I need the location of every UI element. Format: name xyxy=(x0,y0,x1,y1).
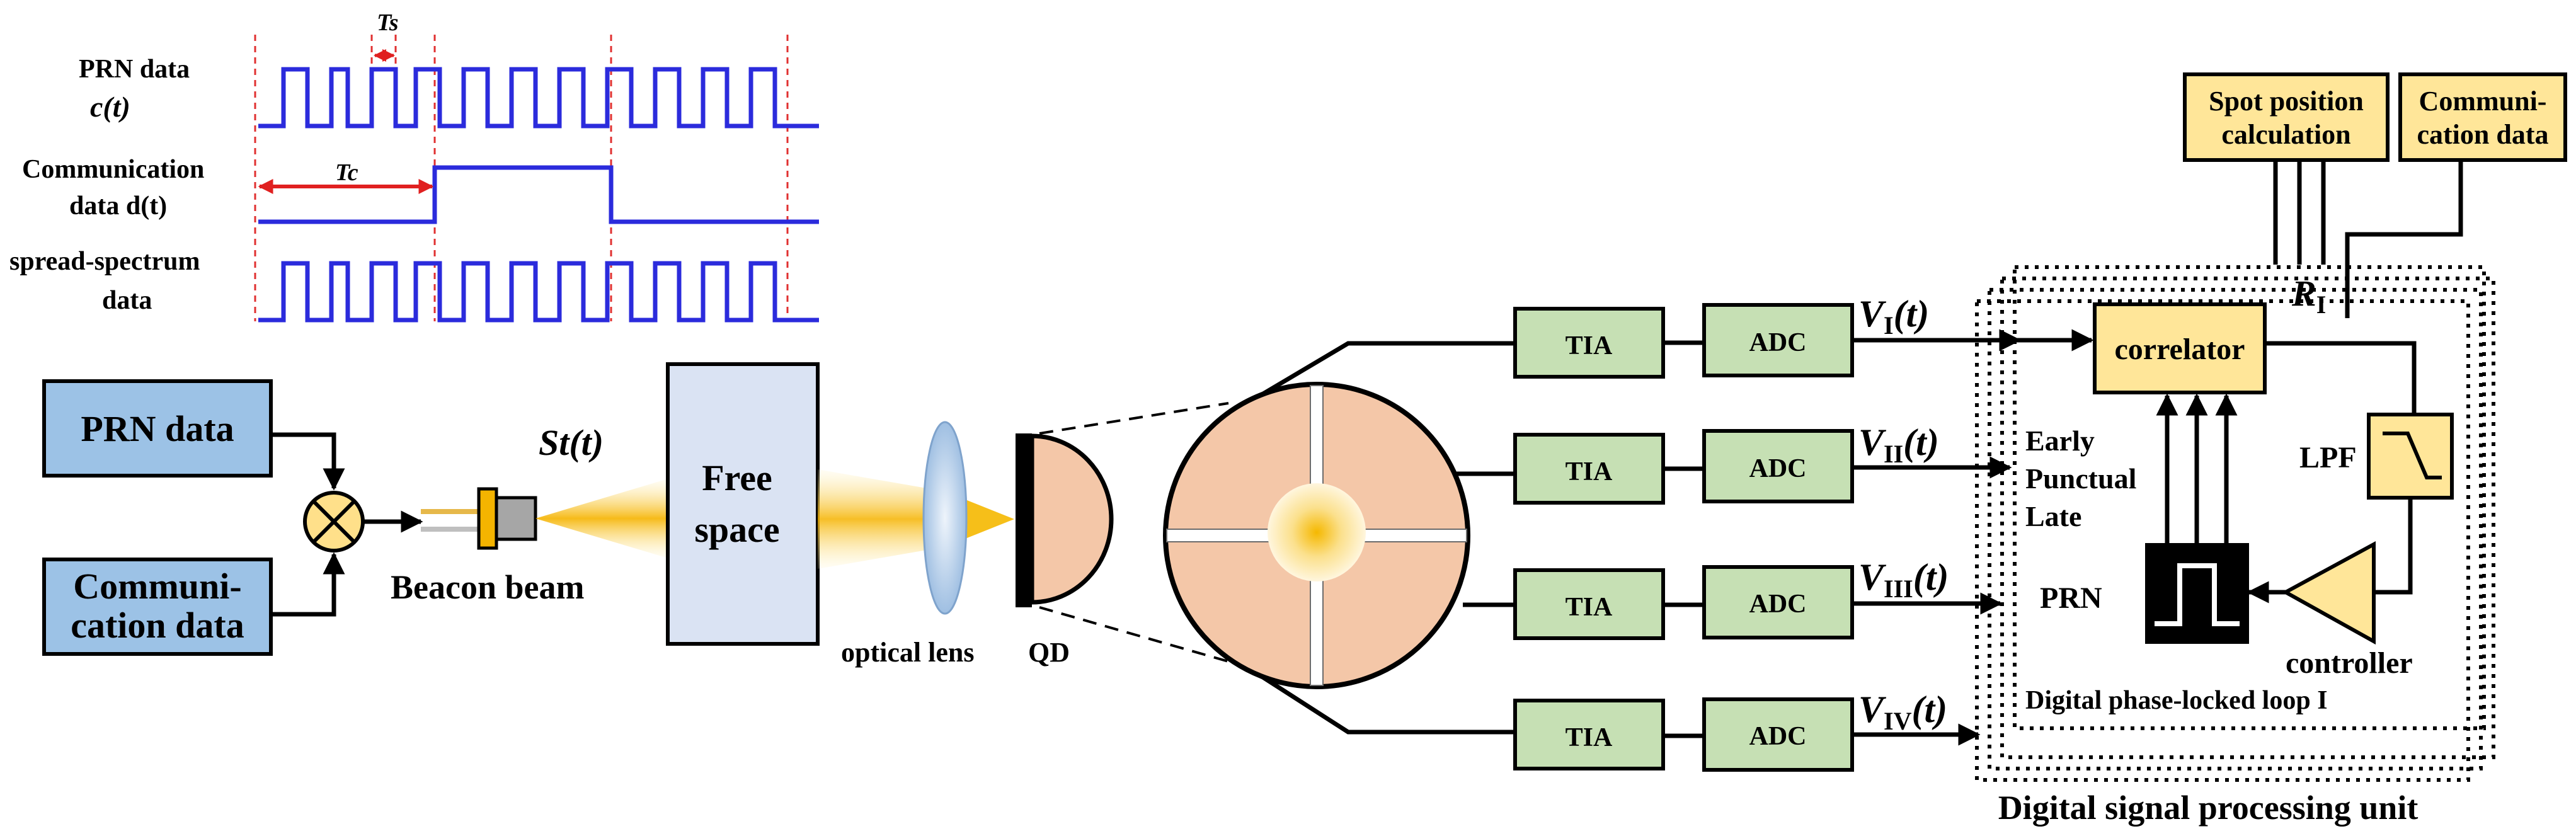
prn-data-box xyxy=(42,379,273,478)
adc-box xyxy=(1702,697,1854,772)
wire-ch1 xyxy=(1259,341,1515,398)
correlator-label: correlator xyxy=(2115,333,2245,366)
prn-data-label: PRN data xyxy=(79,55,190,84)
r-label: RI xyxy=(2291,273,2326,319)
adc-label: ADC xyxy=(1749,328,1807,357)
prn-ct-label: c(t) xyxy=(90,91,130,123)
adc-label: ADC xyxy=(1749,590,1807,619)
tia-box xyxy=(1513,699,1665,770)
signal-label: St(t) xyxy=(539,422,604,463)
dsp-unit-label: Digital signal processing unit xyxy=(1998,789,2419,827)
lpf-to-controller-wire xyxy=(2374,498,2413,595)
free-space-label-1: Free xyxy=(702,457,772,498)
punctual-label: Punctual xyxy=(2025,462,2136,495)
comm-label: Communication xyxy=(22,155,204,184)
zoom-line xyxy=(1039,606,1229,663)
corr-to-lpf-wire xyxy=(2265,341,2417,413)
laser-icon xyxy=(421,487,537,550)
beacon-beam-label: Beacon beam xyxy=(391,568,584,606)
quadrant-detector-icon xyxy=(1029,433,1114,605)
tia-label: TIA xyxy=(1566,331,1613,360)
late-label: Late xyxy=(2025,500,2081,532)
qd-label: QD xyxy=(1028,637,1070,668)
comm-output-box xyxy=(2398,72,2567,162)
tia-label: TIA xyxy=(1566,593,1613,622)
prn-label: PRN xyxy=(2040,581,2102,615)
dsp-frame-front xyxy=(2013,265,2486,730)
mixer-cross xyxy=(312,500,356,544)
lpf-label: LPF xyxy=(2299,441,2357,474)
optical-lens-icon xyxy=(922,421,968,615)
voltage-label: VI(t) xyxy=(1858,293,1929,340)
voltage-label: VIII(t) xyxy=(1858,556,1949,603)
tia-box xyxy=(1513,307,1665,379)
channel-4: TIA ADC VIV(t) xyxy=(1513,689,1981,772)
comm-waveform xyxy=(258,165,819,224)
dsp-frame-back xyxy=(1975,299,2470,782)
tia-box xyxy=(1513,568,1665,640)
adc-box xyxy=(1702,429,1854,503)
lpf-icon xyxy=(2383,432,2442,479)
prn-pulse-icon xyxy=(2155,563,2240,626)
beam xyxy=(818,469,945,569)
correlator-box xyxy=(2093,302,2267,394)
comm-output-label-1: Communi- xyxy=(2419,86,2547,117)
communication-data-box xyxy=(42,558,273,656)
voltage-label: VII(t) xyxy=(1858,421,1939,468)
adc-label: ADC xyxy=(1749,722,1807,751)
timing-diagram: Ts Tc PRN data c(t) Communication data d… xyxy=(9,9,819,323)
dsp-frame xyxy=(2000,277,2495,759)
comm-box-label-2: cation data xyxy=(71,605,244,646)
beam xyxy=(535,479,668,558)
controller-icon xyxy=(2281,541,2376,645)
tia-label: TIA xyxy=(1566,723,1613,752)
controller-label: controller xyxy=(2286,646,2413,680)
comm-box-label-1: Communi- xyxy=(73,566,241,607)
transmitter: PRN data Communi- cation data Beacon bea… xyxy=(42,362,1229,668)
early-label: Early xyxy=(2025,425,2095,457)
spread-label: spread-spectrum xyxy=(9,247,200,276)
comm-output-label-2: cation data xyxy=(2417,119,2549,150)
prn-to-mixer-wire xyxy=(271,432,345,491)
detector-enlarged xyxy=(1163,341,1515,735)
channel-2: TIA ADC VII(t) xyxy=(1513,421,2012,505)
adc-box xyxy=(1702,565,1854,639)
ts-label: Ts xyxy=(377,9,399,36)
adc-box xyxy=(1702,303,1854,377)
zoom-line xyxy=(1039,402,1229,435)
adc-label: ADC xyxy=(1749,454,1807,483)
channel-3: TIA ADC VIII(t) xyxy=(1513,556,2003,640)
dsp-unit: correlator LPF controller PRN Early Punc… xyxy=(1975,72,2567,827)
prn-generator-box xyxy=(2145,543,2249,644)
tc-label: Tc xyxy=(335,159,358,186)
spot-position-box xyxy=(2183,72,2390,162)
prn-data-box-label: PRN data xyxy=(81,408,234,449)
lpf-box xyxy=(2367,413,2454,500)
spread-waveform xyxy=(258,261,819,323)
spread-data-label: data xyxy=(102,286,152,315)
free-space-label-2: space xyxy=(694,509,779,550)
tia-label: TIA xyxy=(1566,457,1613,486)
voltage-label: VIV(t) xyxy=(1858,689,1947,735)
spot-label-2: calculation xyxy=(2221,119,2350,150)
tia-box xyxy=(1513,433,1665,505)
dsp-frame xyxy=(1988,288,2483,770)
prn-waveform xyxy=(258,67,819,129)
channel-1: TIA ADC VI(t) xyxy=(1513,293,2022,379)
beam-spot xyxy=(1268,483,1366,581)
comm-dt-label: data d(t) xyxy=(69,192,167,220)
qd-base xyxy=(1016,433,1032,607)
wire-ch4 xyxy=(1259,673,1515,735)
comm-to-mixer-wire xyxy=(271,552,345,617)
loop-label: Digital phase-locked loop I xyxy=(2025,686,2328,715)
free-space-box xyxy=(666,362,820,646)
optical-lens-label: optical lens xyxy=(841,637,974,668)
spot-label-1: Spot position xyxy=(2209,86,2364,117)
